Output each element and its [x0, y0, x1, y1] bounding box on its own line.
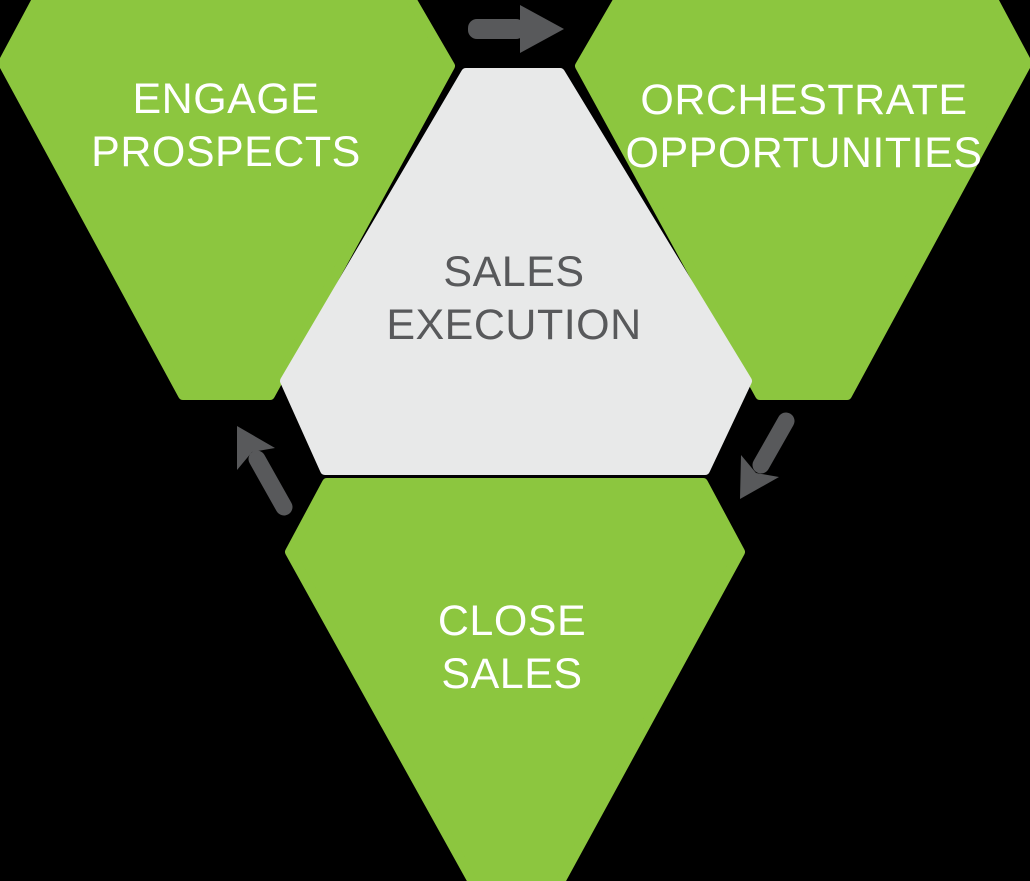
arrow-up-left-shaft: [248, 450, 293, 516]
engage-prospects-label-line1: ENGAGE: [132, 75, 320, 123]
engage-prospects-label: ENGAGE PROSPECTS: [91, 73, 361, 179]
engage-prospects-label-line2: PROSPECTS: [91, 128, 361, 176]
close-sales-label: CLOSE SALES: [438, 595, 586, 701]
arrow-down-left-icon: [740, 412, 795, 499]
engage-prospects-shape: [0, 0, 455, 400]
sales-execution-label-line2: EXECUTION: [386, 301, 642, 349]
arrow-up-left-icon: [237, 426, 293, 516]
orchestrate-opportunities-shape: [575, 0, 1030, 400]
sales-execution-label-line1: SALES: [443, 248, 585, 296]
close-sales-label-line1: CLOSE: [437, 597, 587, 645]
orchestrate-opportunities-label: ORCHESTRATE OPPORTUNITIES: [626, 74, 983, 180]
arrow-up-left-head: [237, 426, 275, 470]
arrow-down-left-shaft: [752, 412, 795, 474]
orchestrate-opportunities-label-line2: OPPORTUNITIES: [625, 129, 983, 177]
arrow-right-shaft: [468, 19, 525, 39]
orchestrate-opportunities-label-line1: ORCHESTRATE: [640, 76, 968, 124]
close-sales-shape: [285, 478, 745, 881]
arrow-right-icon: [468, 5, 564, 53]
close-sales-label-line2: SALES: [441, 650, 583, 698]
arrow-down-left-head: [740, 455, 779, 499]
sales-execution-label: SALES EXECUTION: [386, 246, 641, 352]
arrow-right-head: [520, 5, 564, 53]
sales-execution-shape: [280, 68, 752, 475]
